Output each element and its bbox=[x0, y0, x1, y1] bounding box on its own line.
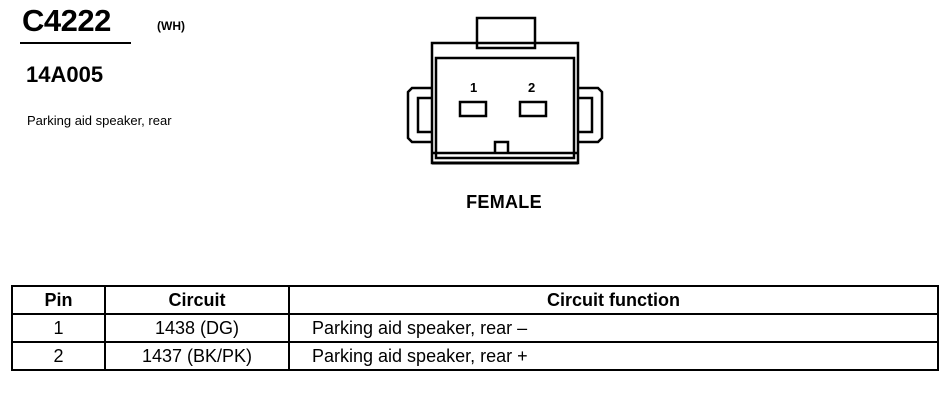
pin-label-1: 1 bbox=[470, 80, 477, 95]
connector-id-underline bbox=[20, 42, 131, 44]
table-header-row: Pin Circuit Circuit function bbox=[11, 285, 939, 315]
pin-cavity-1 bbox=[458, 100, 488, 118]
pin-cavity-2 bbox=[518, 100, 548, 118]
connector-right-wing-inner bbox=[578, 96, 594, 134]
connector-description: Parking aid speaker, rear bbox=[27, 113, 172, 128]
connector-id: C4222 bbox=[22, 3, 111, 38]
cell-pin: 1 bbox=[11, 313, 106, 343]
table-row: 1 1438 (DG) Parking aid speaker, rear – bbox=[11, 313, 939, 343]
connector-color-code: (WH) bbox=[157, 19, 185, 33]
cell-pin: 2 bbox=[11, 341, 106, 371]
connector-housing-outer bbox=[430, 41, 580, 165]
header-circuit: Circuit bbox=[104, 285, 290, 315]
cell-circuit: 1438 (DG) bbox=[104, 313, 290, 343]
header-circuit-function: Circuit function bbox=[288, 285, 939, 315]
connector-left-wing-inner bbox=[416, 96, 432, 134]
connector-gender-label: FEMALE bbox=[466, 192, 542, 212]
cell-circuit: 1437 (BK/PK) bbox=[104, 341, 290, 371]
connector-latch bbox=[475, 16, 537, 50]
header-pin: Pin bbox=[11, 285, 106, 315]
cell-circuit-function: Parking aid speaker, rear + bbox=[288, 341, 939, 371]
pin-label-2: 2 bbox=[528, 80, 535, 95]
pinout-table: Pin Circuit Circuit function 1 1438 (DG)… bbox=[11, 285, 939, 371]
cell-circuit-function: Parking aid speaker, rear – bbox=[288, 313, 939, 343]
table-row: 2 1437 (BK/PK) Parking aid speaker, rear… bbox=[11, 341, 939, 371]
connector-key bbox=[493, 140, 510, 153]
connector-left-wing bbox=[406, 86, 432, 144]
connector-housing-inner bbox=[434, 56, 576, 160]
part-number: 14A005 bbox=[26, 62, 104, 87]
connector-face-diagram: 1 2 bbox=[406, 16, 604, 165]
connector-right-wing bbox=[578, 86, 604, 144]
